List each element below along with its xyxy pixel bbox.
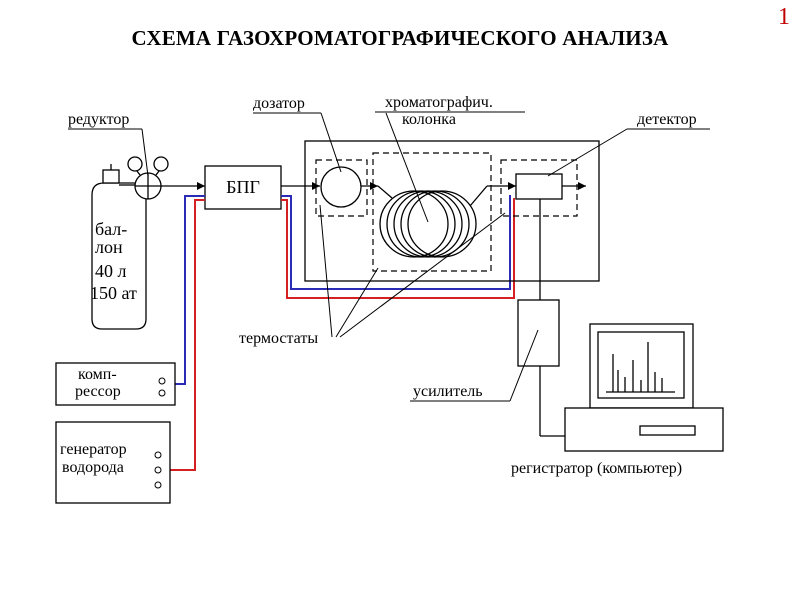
thermostats-leader-lines [319,204,506,338]
doser-label: дозатор [253,95,305,112]
bpg-block [204,165,282,210]
bpg-label: БПГ [226,177,260,197]
compressor [55,362,176,406]
doser-thermostat [315,159,368,217]
pressure-reducer [119,156,169,200]
compressor-label-2: рессор [75,383,121,400]
gas-cylinder [91,164,147,330]
thermostat-outer-box [304,140,600,282]
column-thermostat [372,152,492,272]
cylinder-label-2: лон [95,237,123,257]
cylinder-label-3: 40 л [95,261,127,281]
detector-label: детектор [637,111,697,128]
generator-knob-2 [154,466,162,474]
generator-knob-3 [154,481,162,489]
compressor-label-1: комп- [78,366,117,383]
computer-monitor [589,323,694,409]
amplifier-label: усилитель [413,383,483,400]
detector-exhaust-arrow [578,182,586,190]
detector [515,173,563,200]
arrow-to-doser [312,182,320,190]
hydrogen-generator [55,421,171,504]
arrow-to-bpg [197,182,205,190]
arrow-to-column [370,182,378,190]
computer-drive-slot [639,425,696,436]
recorder-label: регистратор (компьютер) [511,460,682,477]
computer-case [564,407,724,452]
air-supply-line [175,195,205,385]
hydrogen-supply-line [170,199,205,471]
chromatographic-column [377,185,488,258]
chromatogram-peaks [606,342,675,393]
generator-knob-1 [154,451,162,459]
hydrogen-line-to-detector [281,198,515,299]
detector-thermostat [500,159,578,217]
generator-label-2: водорода [62,459,124,476]
doser-leader-line [320,112,342,173]
arrow-to-detector [508,182,516,190]
compressor-knob-1 [158,377,166,385]
compressor-knob-2 [158,389,166,397]
doser [320,166,362,208]
cylinder-label-1: бал- [95,219,127,239]
amplifier-leader-line [509,329,539,402]
reductor-label: редуктор [68,111,129,128]
detector-leader-line [547,128,628,177]
generator-label-1: генератор [60,441,127,458]
reductor-leader-line [141,128,149,177]
thermostats-label: термостаты [239,330,318,347]
cylinder-label-4: 150 ат [90,283,137,303]
column-leader-line [385,112,429,223]
slide-number: 1 [778,4,790,30]
air-line-to-detector [281,195,511,290]
column-label-2: колонка [402,111,456,128]
page-title: СХЕМА ГАЗОХРОМАТОГРАФИЧЕСКОГО АНАЛИЗА [131,26,669,50]
amplifier [517,299,560,367]
column-label-1: хроматографич. [385,94,493,111]
